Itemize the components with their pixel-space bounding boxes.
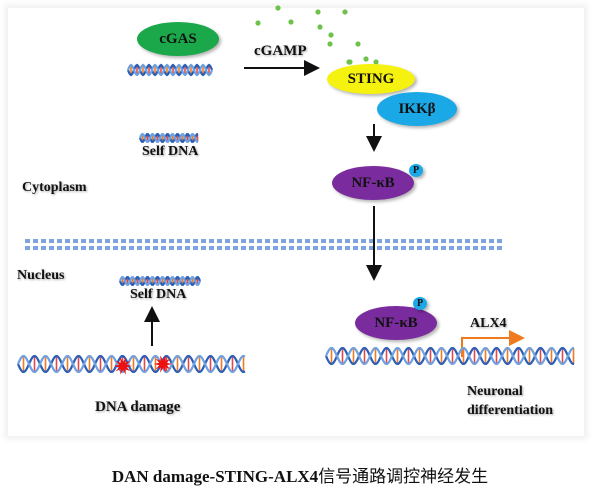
caption-cn: 信号通路调控神经发生	[318, 467, 489, 487]
nucleus-label: Nucleus	[17, 268, 65, 283]
cgamp-dot	[355, 41, 361, 47]
alx4-label: ALX4	[470, 316, 507, 331]
cgamp-dot	[317, 24, 323, 30]
cgamp-dot	[315, 9, 321, 15]
figure-caption: DAN damage-STING-ALX4信号通路调控神经发生	[0, 462, 600, 487]
neuronal-label: Neuronal	[467, 384, 523, 399]
cgamp-dot	[275, 5, 281, 11]
cgamp-dot	[373, 59, 379, 65]
dna-damage-label: DNA damage	[95, 399, 181, 415]
differentiation-label: differentiation	[467, 403, 554, 418]
nuclear-membrane	[24, 238, 502, 252]
nfkb-cytoplasm-label: NF-κB	[351, 174, 395, 191]
cgamp-label: cGAMP	[254, 43, 307, 59]
damage-star-1	[114, 357, 132, 375]
alx4-promoter-arrow	[461, 330, 525, 357]
phospho-cytoplasm: P	[409, 164, 423, 177]
cgamp-dot	[288, 19, 294, 25]
cgamp-dot	[363, 56, 369, 62]
cgamp-dot	[328, 32, 334, 38]
damage-sites	[114, 355, 172, 375]
self-dna-cytoplasm-label: Self DNA	[142, 144, 199, 159]
phospho-nucleus: P	[413, 297, 427, 310]
cgamp-dot	[347, 59, 353, 65]
damage-star-2	[154, 355, 172, 373]
nfkb-nucleus-label: NF-κB	[374, 314, 418, 331]
cgas-node: cGAS	[137, 22, 219, 56]
caption-latin: DAN damage-STING-ALX4	[111, 467, 319, 486]
cgamp-dot	[327, 41, 333, 47]
ikkb-label: IKKβ	[398, 100, 436, 117]
dna-damaged-genome	[16, 355, 246, 373]
cgamp-dots	[255, 5, 379, 65]
dna-self-nucleus	[118, 276, 202, 286]
phospho-label: P	[416, 298, 424, 309]
dna-helices	[16, 63, 575, 373]
self-dna-nucleus-label: Self DNA	[130, 287, 187, 302]
dna-cgas	[126, 63, 214, 77]
dna-alx4-gene	[324, 347, 575, 365]
sting-node: STING	[327, 64, 415, 94]
cgamp-dot	[342, 9, 348, 15]
nfkb-cytoplasm-node: NF-κB	[332, 166, 414, 200]
cgas-label: cGAS	[159, 30, 197, 47]
sting-label: STING	[347, 70, 395, 87]
cgamp-dot	[255, 20, 261, 26]
nfkb-nucleus-node: NF-κB	[355, 306, 437, 340]
dna-self-cytoplasm	[138, 133, 199, 143]
phospho-label: P	[412, 165, 420, 176]
cytoplasm-label: Cytoplasm	[22, 180, 87, 195]
ikkb-node: IKKβ	[377, 92, 457, 126]
diagram-panel	[8, 8, 584, 436]
